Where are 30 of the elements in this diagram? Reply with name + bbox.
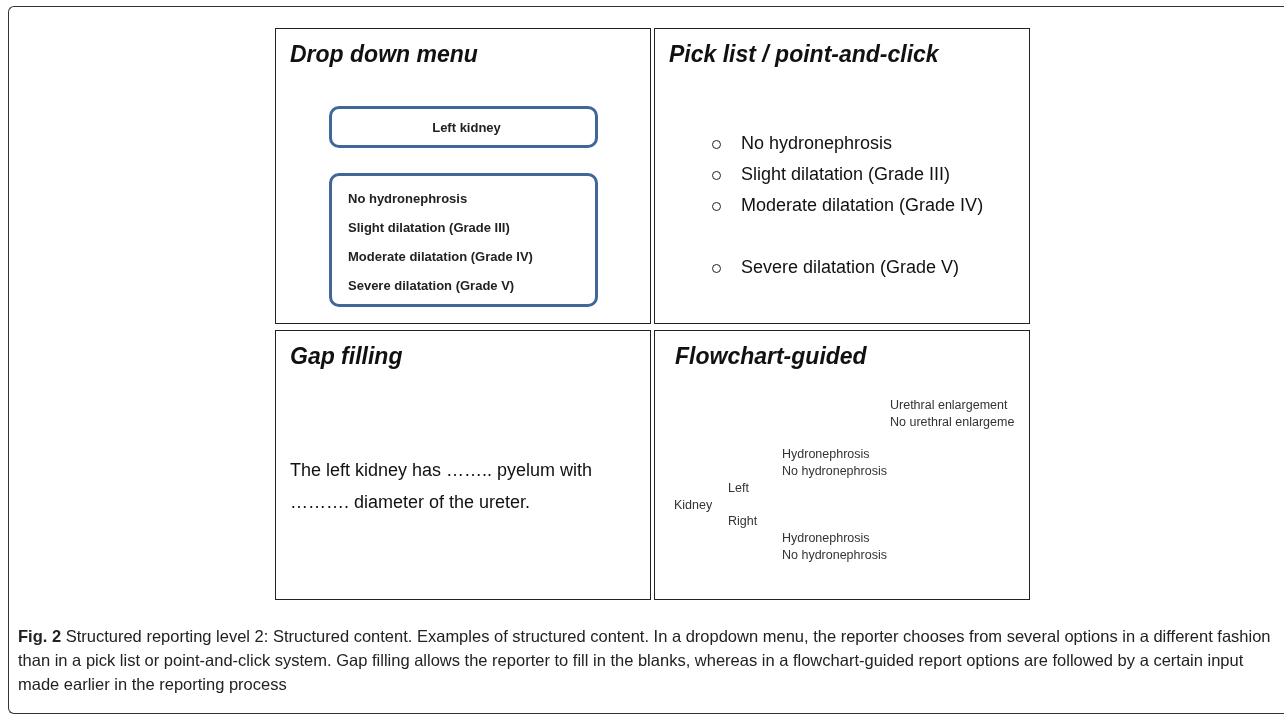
flowchart-option: No urethral enlargeme [890,415,1015,429]
flowchart-option: Urethral enlargement [890,398,1008,412]
gap-fill-sentence: The left kidney has …….. pyelum with ………. diameter of the ureter. [290,459,594,514]
list-option: No hydronephrosis [741,128,991,159]
list-option: Severe dilatation (Grade V) [741,252,991,283]
panel-box [275,28,651,324]
dropdown-field [329,106,598,148]
list-option: Moderate dilatation (Grade IV) [741,190,991,221]
menu-option: No hydronephrosis [348,191,468,206]
panel-box [654,330,1030,600]
dropdown-list [329,173,598,307]
flowchart-option: Kidney [674,498,713,512]
flowchart-option: Right [728,514,758,528]
panel-heading: Gap filling [290,343,403,370]
panel-heading: Pick list / point-and-click [669,41,939,68]
flowchart-option: Hydronephrosis [782,531,870,545]
menu-option: Slight dilatation (Grade III) [348,220,510,235]
panel-heading: Flowchart-guided [675,343,867,370]
list-option: Slight dilatation (Grade III) [741,159,991,190]
flowchart-option: Left [728,481,749,495]
menu-option: Severe dilatation (Grade V) [348,278,515,293]
panel-box [275,330,651,600]
flowchart-option: Hydronephrosis [782,447,870,461]
panel-box [654,28,1030,324]
menu-option: Moderate dilatation (Grade IV) [348,249,533,264]
dropdown-value: Left kidney [431,120,502,135]
flowchart-option: No hydronephrosis [782,464,887,478]
figure-caption: Fig. 2 Structured reporting level 2: Structured content. Examples of structured content. In a dropdown menu, the reporter chooses from several options in a different fashion than in a pick list or point-and-click system. Gap filling allows the reporter to fill in the blanks, whereas in a flowchart-guided report options are followed by a certain input made earlier in the reporting process [18,626,1272,695]
flowchart-option: No hydronephrosis [782,548,887,562]
panel-heading: Drop down menu [290,41,478,68]
